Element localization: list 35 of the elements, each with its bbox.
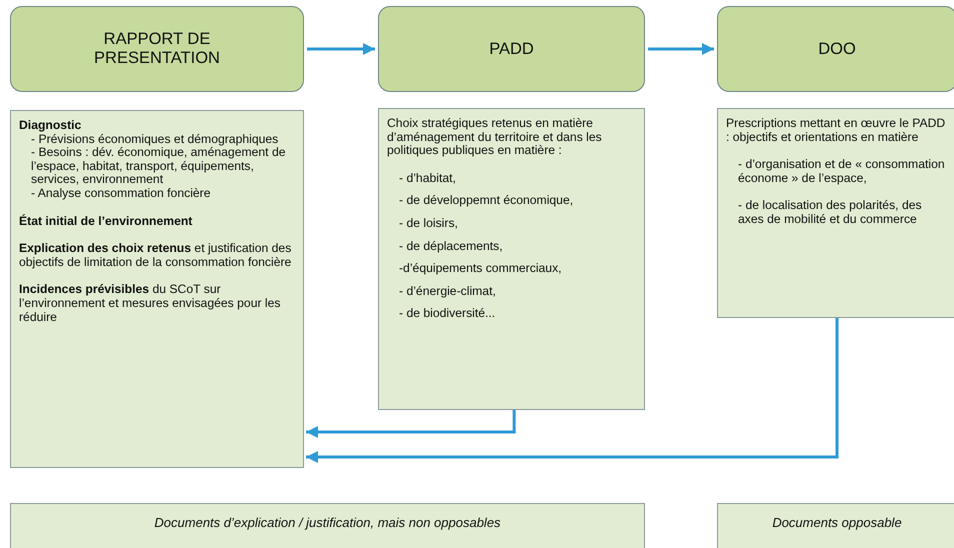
arrow	[306, 318, 838, 463]
body-text: - d’organisation et de « consommation économe » de l’espace,	[737, 158, 946, 186]
body-text: Choix stratégiques retenus en matière d’aménagement du territoire et dans les politiques publiques en matière :	[387, 117, 603, 158]
body-text: - d’énergie-climat,	[398, 284, 497, 298]
arrow	[648, 43, 714, 55]
body-text: - de localisation des polarités, des axes de mobilité et du commerce	[737, 199, 923, 227]
body-text: -d’équipements commerciaux,	[398, 262, 563, 276]
section-heading: Diagnostic	[19, 119, 82, 133]
body-text: - Prévisions économiques et démographiques	[31, 132, 280, 146]
title-text: PADD	[489, 40, 534, 58]
body-text: - de déplacements,	[398, 240, 504, 254]
section-heading: État initial de l’environnement	[19, 214, 194, 228]
title-text: DOO	[818, 40, 856, 58]
body-text: Prescriptions mettant en œuvre le PADD : objectifs et orientations en matière	[726, 117, 946, 144]
body-text: - de loisirs,	[398, 216, 459, 231]
body-text: - Analyse consommation foncière	[30, 186, 212, 201]
arrow	[306, 410, 516, 438]
note-text: Documents opposable	[771, 515, 903, 530]
body-text: - de biodiversité...	[398, 307, 496, 321]
content-panel	[378, 108, 645, 410]
note-text: Documents d’explication / justification, mais non opposables	[153, 515, 502, 530]
body-text: - de développemnt économique,	[398, 194, 574, 208]
content-panel	[717, 108, 954, 318]
document-title-box	[378, 6, 645, 92]
document-title-box	[717, 6, 954, 92]
content-panel	[10, 110, 304, 468]
body-text: Explication des choix retenus et justification des objectifs de limitation de la consommation foncière	[19, 242, 292, 270]
body-text: - d’habitat,	[398, 172, 457, 186]
body-text: - Besoins : dév. économique, aménagement de l’espace, habitat, transport, équipements, services, environnement	[30, 146, 287, 187]
arrow	[307, 43, 375, 55]
note-banner	[10, 503, 645, 548]
title-text: RAPPORT DE PRESENTATION	[93, 30, 221, 68]
document-title-box	[10, 6, 304, 92]
note-banner	[717, 503, 954, 548]
body-text: Incidences prévisibles du SCoT sur l’environnement et mesures envisagées pour les réduire	[19, 283, 282, 324]
